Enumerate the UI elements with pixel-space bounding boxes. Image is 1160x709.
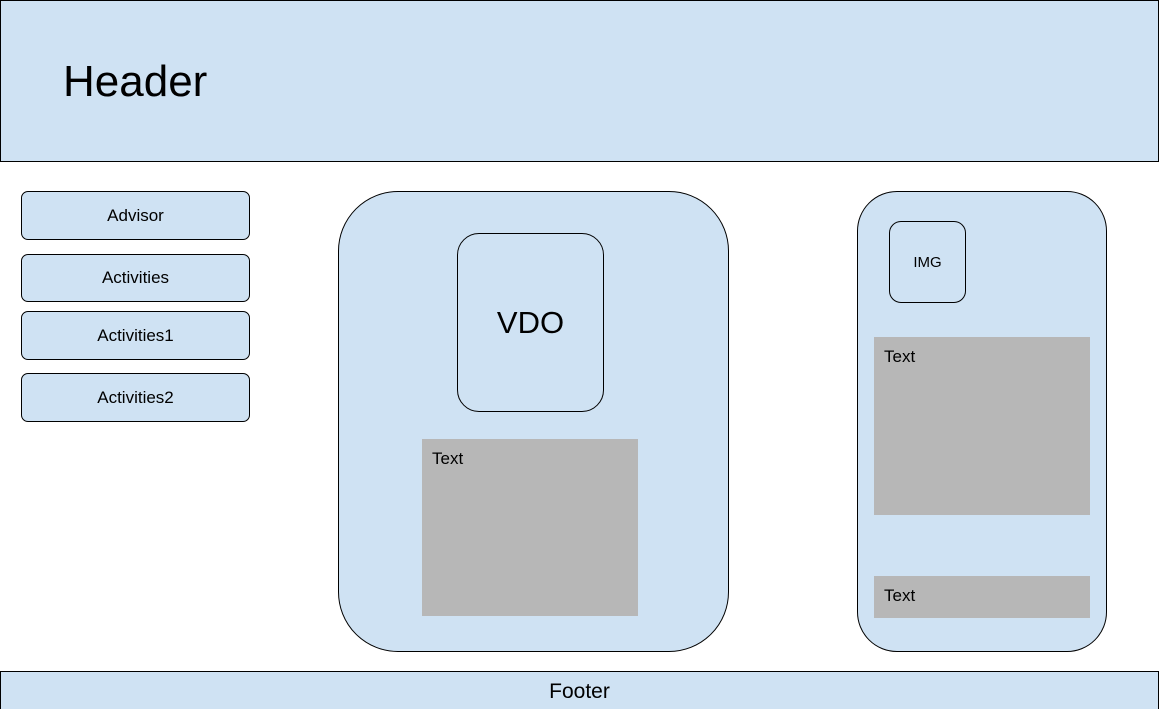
video-label: VDO <box>496 304 565 340</box>
right-text-block-2: Text <box>874 576 1090 618</box>
sidebar-item-label: Activities1 <box>97 325 174 345</box>
sidebar-item-advisor[interactable]: Advisor <box>21 191 250 240</box>
sidebar-item-activities[interactable]: Activities <box>21 254 250 302</box>
image-label: IMG <box>913 253 942 271</box>
text-block-label: Text <box>884 347 916 366</box>
right-text-block-1: Text <box>874 337 1090 515</box>
video-placeholder[interactable]: VDO <box>457 233 604 412</box>
text-block-label: Text <box>884 586 916 605</box>
footer: Footer <box>0 671 1159 709</box>
header-title: Header <box>63 57 208 106</box>
header: Header <box>0 0 1159 162</box>
footer-label: Footer <box>549 679 610 703</box>
sidebar-item-activities1[interactable]: Activities1 <box>21 311 250 360</box>
center-text-block: Text <box>422 439 638 616</box>
text-block-label: Text <box>432 449 464 468</box>
sidebar-item-label: Advisor <box>107 205 164 225</box>
sidebar-item-label: Activities <box>101 268 170 287</box>
sidebar-item-label: Activities2 <box>97 387 174 407</box>
image-placeholder: IMG <box>889 221 966 303</box>
sidebar-item-activities2[interactable]: Activities2 <box>21 373 250 422</box>
